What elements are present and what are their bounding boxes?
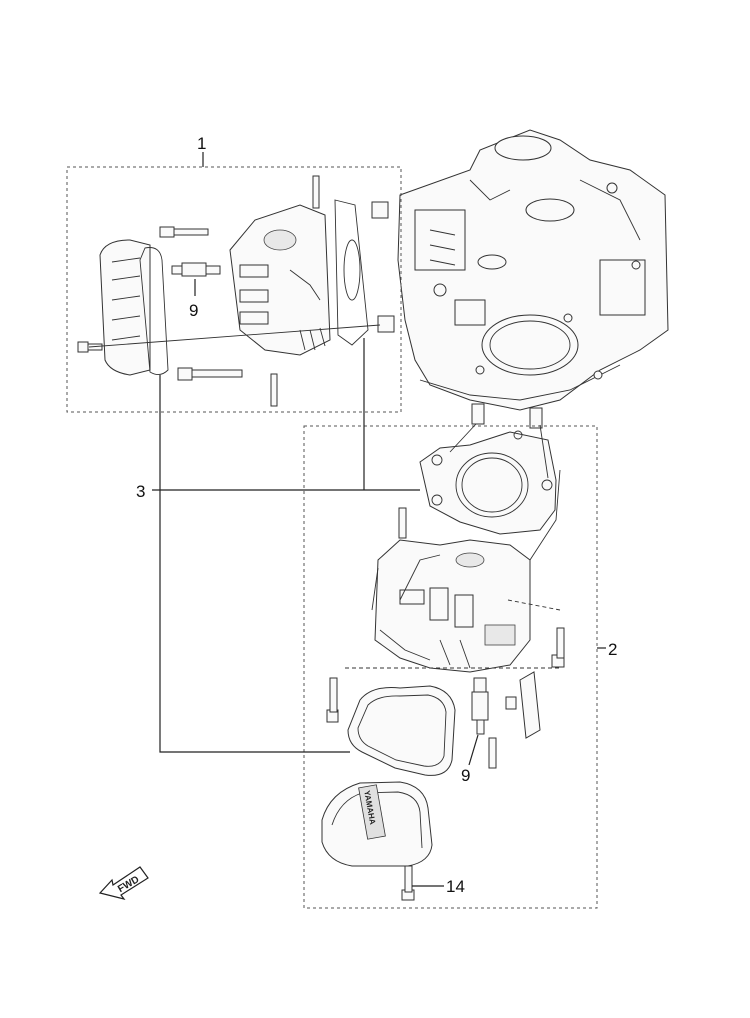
bolt-bottom <box>177 367 243 381</box>
yamaha-logo: YAMAHA <box>358 784 386 840</box>
cover-bolt <box>401 865 415 901</box>
stud-bottom <box>270 373 278 407</box>
engine-block <box>371 129 669 429</box>
assembly-box-1 <box>66 166 402 413</box>
bolt-right-head <box>551 627 565 668</box>
cylinder-head-cover: YAMAHA <box>321 781 433 867</box>
callout-1: 1 <box>197 134 206 153</box>
head-gasket-side <box>334 199 369 346</box>
spark-plug-top <box>171 262 221 277</box>
stud-head <box>398 507 407 539</box>
cover-gasket <box>347 685 456 776</box>
callout-9-bottom: 9 <box>461 766 470 785</box>
cylinder-head-side <box>229 204 331 356</box>
cylinder-head <box>374 539 531 673</box>
stud-lower <box>488 737 497 769</box>
cylinder-head-cover-side <box>99 239 151 376</box>
callout-9-top: 9 <box>189 301 198 320</box>
bolt-top <box>159 226 209 238</box>
head-gasket <box>419 430 557 535</box>
spark-plug-bottom <box>471 677 489 735</box>
stud-top <box>312 175 320 209</box>
assembly-box-2 <box>303 425 598 909</box>
callout-14: 14 <box>446 877 465 896</box>
callout-3: 3 <box>136 482 145 501</box>
callout-2: 2 <box>608 640 617 659</box>
fwd-arrow-icon: FWD <box>98 866 149 900</box>
bolt-left-head <box>326 677 339 723</box>
screw-left <box>77 341 103 353</box>
cover-gasket-side <box>139 247 169 375</box>
bracket <box>505 671 541 739</box>
fwd-label: FWD <box>116 874 141 895</box>
